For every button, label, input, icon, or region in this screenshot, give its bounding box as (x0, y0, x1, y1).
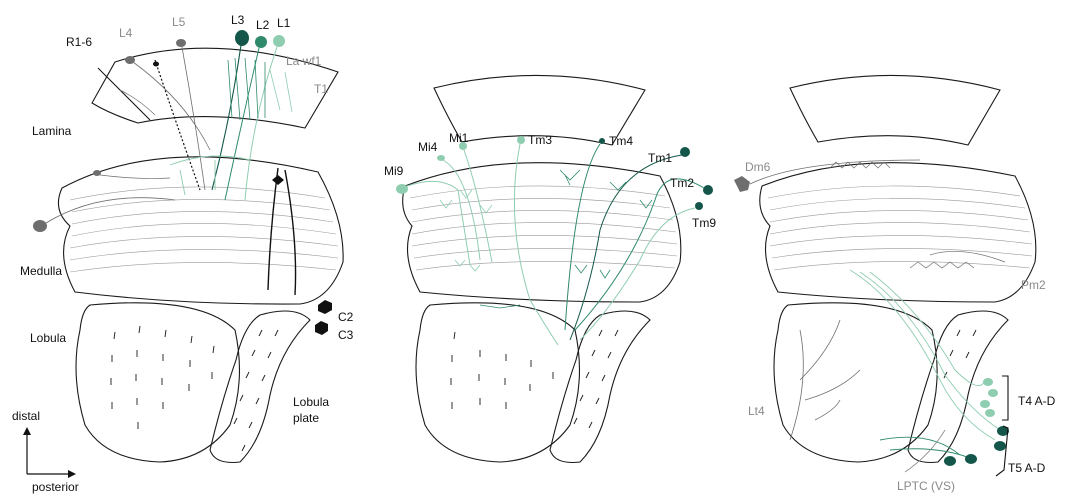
label-t4: T4 A-D (1018, 394, 1056, 408)
t5-soma-b (994, 441, 1006, 451)
label-tm3: Tm3 (528, 133, 552, 147)
neuron-pm2 (910, 251, 1005, 268)
label-tm4: Tm4 (609, 134, 633, 148)
mi9-soma (396, 184, 408, 194)
tm4-soma (599, 138, 605, 144)
label-l5: L5 (172, 15, 186, 29)
tm2-soma (703, 185, 713, 195)
lobula-outline-2 (416, 303, 579, 462)
arrow-up-icon (23, 427, 31, 435)
neuron-c2-c3 (268, 168, 332, 335)
label-lobula-plate-line1: Lobula (293, 395, 329, 409)
panel-1-optic-lobe: R1-6 L4 L5 L3 L2 L1 La wf1 T1 Lamina Med… (12, 13, 354, 494)
label-t1: T1 (314, 82, 328, 96)
medulla-arbors-2 (440, 170, 652, 308)
label-r16: R1-6 (66, 35, 92, 49)
label-lobula: Lobula (30, 331, 66, 345)
label-tm1: Tm1 (648, 151, 672, 165)
neuron-r16 (98, 60, 200, 190)
neuron-t1-tree (170, 156, 250, 195)
t4-soma-c (980, 400, 990, 408)
orientation-axes: distal posterior (12, 409, 79, 494)
c3-soma (315, 321, 328, 335)
lobula-dashes-2 (451, 332, 553, 409)
t4-soma-a (983, 378, 993, 386)
arrow-right-icon (68, 470, 76, 478)
neuron-l5 (176, 39, 205, 190)
medulla-layers-2 (410, 186, 677, 270)
l3-soma (235, 30, 249, 46)
l1-soma (273, 35, 285, 47)
neuron-tm3 (514, 136, 558, 345)
label-l2: L2 (256, 18, 270, 32)
t4-soma-d (985, 409, 995, 417)
bracket-t4 (1002, 376, 1008, 420)
label-mi9: Mi9 (384, 164, 404, 178)
lobula-dashes (111, 326, 214, 429)
l2-soma (255, 36, 267, 48)
c2-soma (318, 300, 332, 314)
medulla-outline-2 (403, 163, 681, 302)
label-lamina: Lamina (32, 124, 72, 138)
lobula-outline-3 (774, 303, 937, 462)
lobula-outline (76, 303, 239, 462)
label-distal: distal (12, 409, 40, 423)
lamina-outline-3 (790, 75, 1000, 145)
tm3-soma (517, 136, 525, 144)
dm6-soma (734, 176, 750, 192)
label-l1: L1 (277, 16, 291, 30)
t4-soma-b (988, 389, 998, 397)
label-posterior: posterior (32, 480, 79, 494)
label-mi1: Mi1 (449, 131, 469, 145)
tm9-soma (695, 202, 703, 210)
lamina-arbors (120, 58, 292, 120)
label-pm2: Pm2 (1021, 278, 1046, 292)
label-medulla: Medulla (20, 264, 62, 278)
label-lobula-plate-line2: plate (293, 411, 319, 425)
label-tm9: Tm9 (692, 216, 716, 230)
label-l3: L3 (231, 13, 245, 27)
panel-2-optic-lobe: Mi9 Mi4 Mi1 Tm3 Tm4 Tm1 Tm2 Tm9 (384, 75, 716, 462)
label-mi4: Mi4 (418, 140, 438, 154)
medulla-outline (58, 157, 343, 304)
label-l4: L4 (119, 26, 133, 40)
label-c2: C2 (338, 310, 354, 324)
neuron-lt4 (790, 320, 860, 440)
label-tm2: Tm2 (670, 176, 694, 190)
medulla-outline-3 (760, 163, 1036, 302)
t5-soma-d (944, 456, 956, 466)
label-lt4: Lt4 (748, 404, 765, 418)
label-c3: C3 (338, 328, 354, 342)
l5-soma (176, 39, 186, 47)
label-lptc: LPTC (VS) (897, 479, 955, 493)
neuron-mi1 (459, 142, 492, 262)
label-t5: T5 A-D (1008, 461, 1046, 475)
label-dm6: Dm6 (745, 160, 771, 174)
neuron-l3 (212, 30, 249, 190)
neuron-tm9 (580, 202, 703, 340)
label-lawf1: La wf1 (286, 54, 322, 68)
t5-soma-c (965, 454, 977, 464)
panel-3-optic-lobe: Dm6 Pm2 Lt4 T4 A-D T5 A-D LPTC (VS) (734, 75, 1056, 493)
lobula-plate-dashes-3 (944, 330, 976, 378)
